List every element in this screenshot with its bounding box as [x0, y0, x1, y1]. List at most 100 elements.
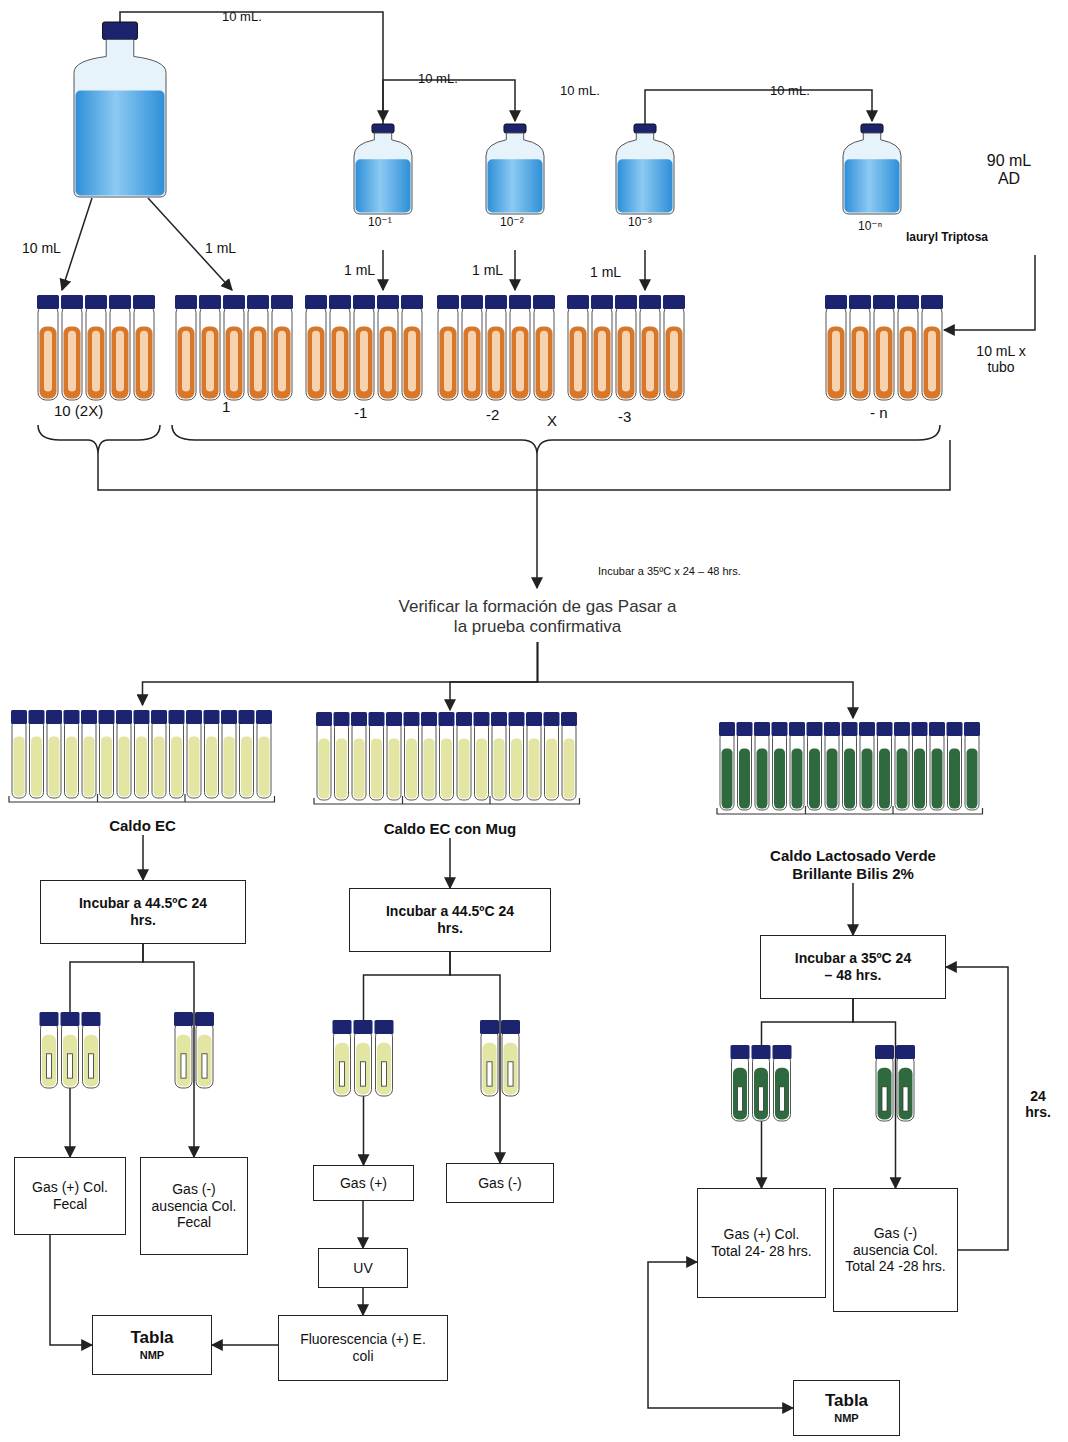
tube-glass: [330, 305, 350, 400]
annotation-label: 10⁻²: [500, 216, 524, 230]
bottle: [486, 124, 544, 214]
tube-cap: [461, 295, 483, 309]
tube-cap: [199, 295, 221, 309]
tube-highlight: [516, 331, 524, 392]
tube-cap: [561, 712, 577, 726]
tube-cap: [134, 710, 150, 724]
node-text: Fluorescencia (+) E. coli: [293, 1331, 433, 1365]
tube-liquid: [878, 1068, 892, 1120]
tube-cap: [773, 1045, 792, 1059]
tube-liquid: [424, 738, 435, 798]
tube-cap: [204, 710, 220, 724]
tube-glass: [640, 305, 660, 400]
bottle-cap: [634, 124, 656, 133]
tube-glass: [41, 1022, 58, 1088]
tube-glass: [592, 305, 612, 400]
tube-cap: [401, 295, 423, 309]
test-tube: [825, 295, 847, 400]
tube-glass: [510, 305, 530, 400]
durham-tube: [779, 1087, 784, 1111]
tube-liquid: [119, 736, 130, 796]
tube-cap: [639, 295, 661, 309]
tube-highlight: [670, 331, 678, 392]
tube-glass: [355, 1030, 372, 1096]
tube-liquid: [914, 748, 925, 808]
tube-liquid: [459, 738, 470, 798]
feed-arrow: [944, 255, 1035, 330]
tube-glass: [196, 1022, 213, 1088]
tube-liquid: [101, 736, 112, 796]
annotation-label: 10 (2X): [54, 402, 103, 419]
tube-liquid: [14, 736, 25, 796]
tube-glass: [257, 720, 271, 798]
test-tube: [561, 712, 577, 800]
tube-cap: [789, 722, 805, 736]
tube-glass: [462, 305, 482, 400]
tube-liquid: [356, 1043, 370, 1095]
edge-label: 24 hrs.: [1016, 1088, 1060, 1120]
tube-liquid: [88, 327, 105, 399]
durham-tube: [487, 1062, 492, 1086]
tube-glass: [82, 720, 96, 798]
test-tube: [897, 295, 919, 400]
tube-highlight: [92, 331, 100, 392]
tube-glass: [65, 720, 79, 798]
tube-cap: [873, 295, 895, 309]
tube-glass: [317, 722, 331, 800]
test-tube: [439, 712, 455, 800]
test-tube: [842, 722, 858, 810]
tube-cap: [737, 722, 753, 736]
tube-highlight: [444, 331, 452, 392]
tube-liquid: [876, 327, 893, 399]
tube-glass: [878, 732, 892, 810]
tube-cap: [491, 712, 507, 726]
tube-glass: [913, 732, 927, 810]
tube-liquid: [775, 1068, 789, 1120]
tube-glass: [176, 305, 196, 400]
result-box: Gas (-): [446, 1163, 554, 1203]
tube-liquid: [389, 738, 400, 798]
tube-highlight: [574, 331, 582, 392]
tube-cap: [316, 712, 332, 726]
test-tube: [875, 1045, 894, 1121]
bottle: [843, 124, 901, 214]
test-tube: [61, 1012, 80, 1088]
bottle-liquid: [488, 159, 543, 212]
annotation-label: 10 mL.: [770, 84, 810, 99]
tube-liquid: [154, 736, 165, 796]
test-tube: [509, 712, 525, 800]
test-tube: [133, 295, 155, 400]
test-tube: [329, 295, 351, 400]
test-tube: [195, 1012, 214, 1088]
annotation-label: 10 mL.: [222, 10, 262, 25]
test-tube: [921, 295, 943, 400]
connector: [853, 999, 896, 1188]
test-tube: [663, 295, 685, 400]
tube-liquid: [259, 736, 270, 796]
test-tube: [333, 1020, 352, 1096]
bottle-liquid: [845, 159, 900, 212]
bottle-body: [74, 40, 166, 198]
tube-cap: [61, 1012, 80, 1026]
rack-bracket: [717, 806, 983, 814]
brace: [172, 425, 940, 455]
test-tube: [773, 1045, 792, 1121]
tube-highlight: [622, 331, 630, 392]
tube-cap: [11, 710, 27, 724]
tube-cap: [964, 722, 980, 736]
tube-liquid: [49, 736, 60, 796]
tube-glass: [135, 720, 149, 798]
tube-liquid: [171, 736, 182, 796]
tube-liquid: [177, 1035, 191, 1087]
node-text: Gas (-) ausencia Col. Total 24 -28 hrs.: [844, 1225, 947, 1275]
step-text: Verificar la formación de gas Pasar a la…: [395, 592, 680, 642]
tube-liquid: [594, 327, 611, 399]
tube-highlight: [336, 331, 344, 392]
tube-cap: [221, 710, 237, 724]
tube-cap: [369, 712, 385, 726]
tube-glass: [664, 305, 684, 400]
tube-cap: [509, 295, 531, 309]
inoculation-arrow: [382, 250, 384, 290]
tube-liquid: [63, 1035, 77, 1087]
